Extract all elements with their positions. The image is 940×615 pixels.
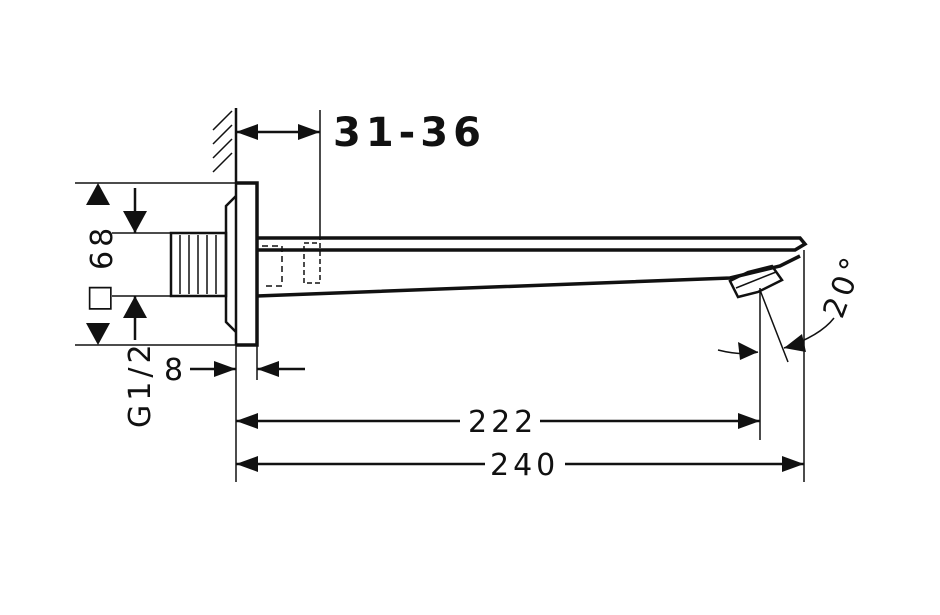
projection-total-dimension: 240 (236, 250, 805, 483)
flange-dimension: 8 (164, 345, 305, 388)
square-symbol: □ (86, 279, 118, 314)
spout-body (256, 236, 808, 299)
height-label: 68 (85, 224, 120, 270)
wall-flange (224, 181, 259, 347)
wall-thickness-dimension: 31-36 (236, 110, 486, 240)
threaded-connector (169, 231, 228, 298)
height-dimension: 68 □ (75, 182, 236, 346)
projection-total-label: 240 (490, 448, 559, 483)
wall-thickness-label: 31-36 (333, 110, 486, 156)
projection-inner-label: 222 (468, 405, 537, 440)
flange-label: 8 (164, 353, 187, 388)
projection-inner-dimension: 222 (235, 288, 761, 482)
thread-label: G1/2 (123, 340, 158, 428)
wall-hatch (212, 108, 238, 183)
angle-label: 20° (817, 250, 872, 323)
angle-dimension: 20° (717, 250, 872, 363)
